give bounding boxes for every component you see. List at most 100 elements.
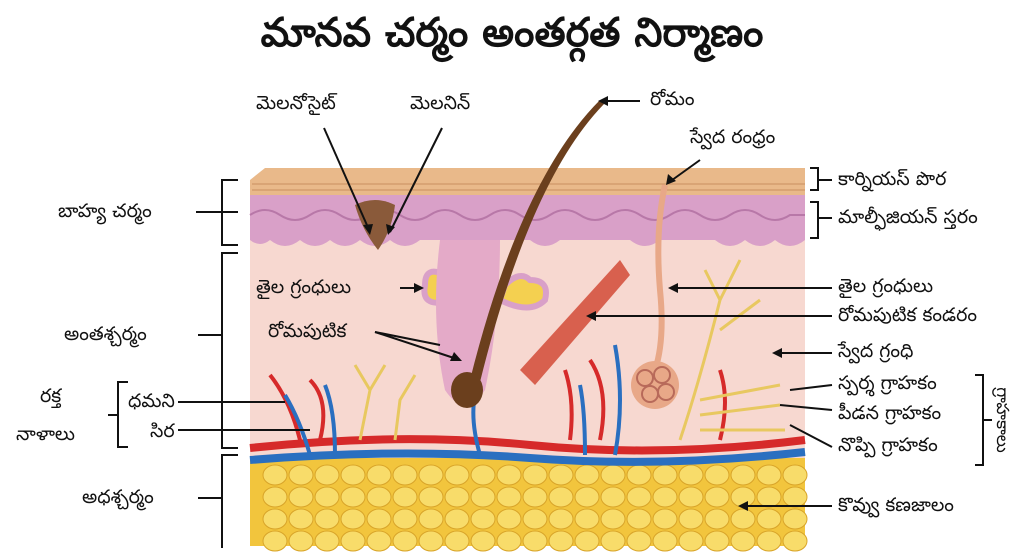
fat-cell [288, 486, 314, 508]
label-adipose-tissue: కొవ్వు కణజాలం [838, 494, 954, 516]
label-stratum-corneum: కార్నియస్ పొర [838, 168, 947, 190]
fat-cell [548, 464, 574, 486]
arrector-pili-muscle [520, 260, 630, 385]
fat-cell [314, 486, 340, 508]
fat-cell [652, 464, 678, 486]
fat-cell [756, 486, 782, 508]
fat-cell [730, 530, 756, 552]
fat-cell [470, 486, 496, 508]
fat-cell [730, 508, 756, 530]
fat-cell [418, 530, 444, 552]
fat-cell [366, 464, 392, 486]
fat-cell [522, 508, 548, 530]
fat-cell [366, 486, 392, 508]
artery-vessel [249, 435, 806, 455]
fat-cell [262, 530, 288, 552]
fat-cell [574, 486, 600, 508]
label-dermis: అంతశ్చర్మం [64, 323, 147, 345]
fat-cell [262, 508, 288, 530]
fat-cell [600, 464, 626, 486]
fat-cell [522, 464, 548, 486]
fat-cell [652, 508, 678, 530]
label-malpighian-layer: మాల్ఫీజియన్ స్తరం [838, 206, 978, 228]
hair-bulb [451, 372, 483, 408]
diagram-title: మానవ చర్మం అంతర్గత నిర్మాణం [260, 10, 764, 56]
fat-cell [418, 508, 444, 530]
fat-cell [418, 486, 444, 508]
fat-cell [392, 464, 418, 486]
capillaries [268, 358, 727, 441]
fat-cell [288, 508, 314, 530]
fat-cell [392, 486, 418, 508]
label-sweat-pore: స్వేద రంధ్రం [690, 126, 776, 148]
label-hair-follicle: రోమపుటిక [268, 320, 347, 342]
fat-cell [288, 530, 314, 552]
stratum-corneum-layer [250, 168, 805, 195]
fat-cell [314, 530, 340, 552]
fat-cell [496, 486, 522, 508]
malpighian-bracket [810, 201, 832, 239]
fat-cell [600, 530, 626, 552]
fat-cell [366, 508, 392, 530]
blood-vessels-bracket [108, 381, 128, 448]
fat-cell [678, 464, 704, 486]
sweat-gland-coil [631, 361, 679, 409]
fat-cell [314, 508, 340, 530]
fat-cell [392, 530, 418, 552]
label-sebaceous-gland-left: తైల గ్రంధులు [256, 276, 352, 298]
corneum-lines [252, 183, 805, 191]
fat-cell [522, 486, 548, 508]
label-pressure-receptor: పీడన గ్రాహకం [838, 402, 942, 424]
fat-cell [444, 464, 470, 486]
label-touch-receptor: స్పర్శ గ్రాహకం [838, 372, 937, 394]
fat-cell [704, 508, 730, 530]
fat-cell [626, 508, 652, 530]
fat-cell [574, 464, 600, 486]
fat-cell [626, 464, 652, 486]
fat-cell [704, 530, 730, 552]
label-vein: సిర [150, 420, 175, 442]
receptors-bracket [975, 374, 992, 466]
fat-cell [444, 508, 470, 530]
vein-vessel [249, 448, 806, 466]
label-pain-receptor: నొప్పి గ్రాహకం [838, 434, 938, 456]
label-hair: రోమం [650, 88, 695, 110]
fat-cell [496, 530, 522, 552]
fat-cell [444, 530, 470, 552]
corneum-bracket [810, 167, 832, 191]
hair-shaft [470, 100, 604, 382]
sweat-duct [652, 184, 668, 371]
fat-cell [574, 508, 600, 530]
fat-cell [548, 530, 574, 552]
fat-cell [678, 508, 704, 530]
fat-cell [444, 486, 470, 508]
fat-cell [782, 486, 808, 508]
fat-cell [340, 530, 366, 552]
arrowheads [363, 96, 782, 511]
label-melanocyte: మెలనోసైట్ [256, 92, 336, 114]
fat-cell [392, 508, 418, 530]
fat-cell [730, 464, 756, 486]
melanocyte [355, 200, 395, 250]
fat-cell [418, 464, 444, 486]
label-blood-vessels-2: నాళాలు [16, 423, 75, 445]
fat-cell [704, 486, 730, 508]
fat-cell [496, 508, 522, 530]
fat-cell [626, 530, 652, 552]
fat-cell [340, 508, 366, 530]
fat-cell [574, 530, 600, 552]
label-sweat-gland: స్వేద గ్రంధి [838, 340, 914, 362]
fat-cell [678, 530, 704, 552]
fat-cell [782, 464, 808, 486]
fat-cell [756, 530, 782, 552]
fat-cells [262, 464, 808, 552]
label-artery: ధమని [128, 390, 175, 412]
fat-cell [522, 530, 548, 552]
fat-cell [652, 486, 678, 508]
fat-cell [288, 464, 314, 486]
fat-cell [548, 508, 574, 530]
fat-cell [600, 486, 626, 508]
fat-cell [756, 464, 782, 486]
fat-cell [340, 486, 366, 508]
fat-cell [340, 464, 366, 486]
